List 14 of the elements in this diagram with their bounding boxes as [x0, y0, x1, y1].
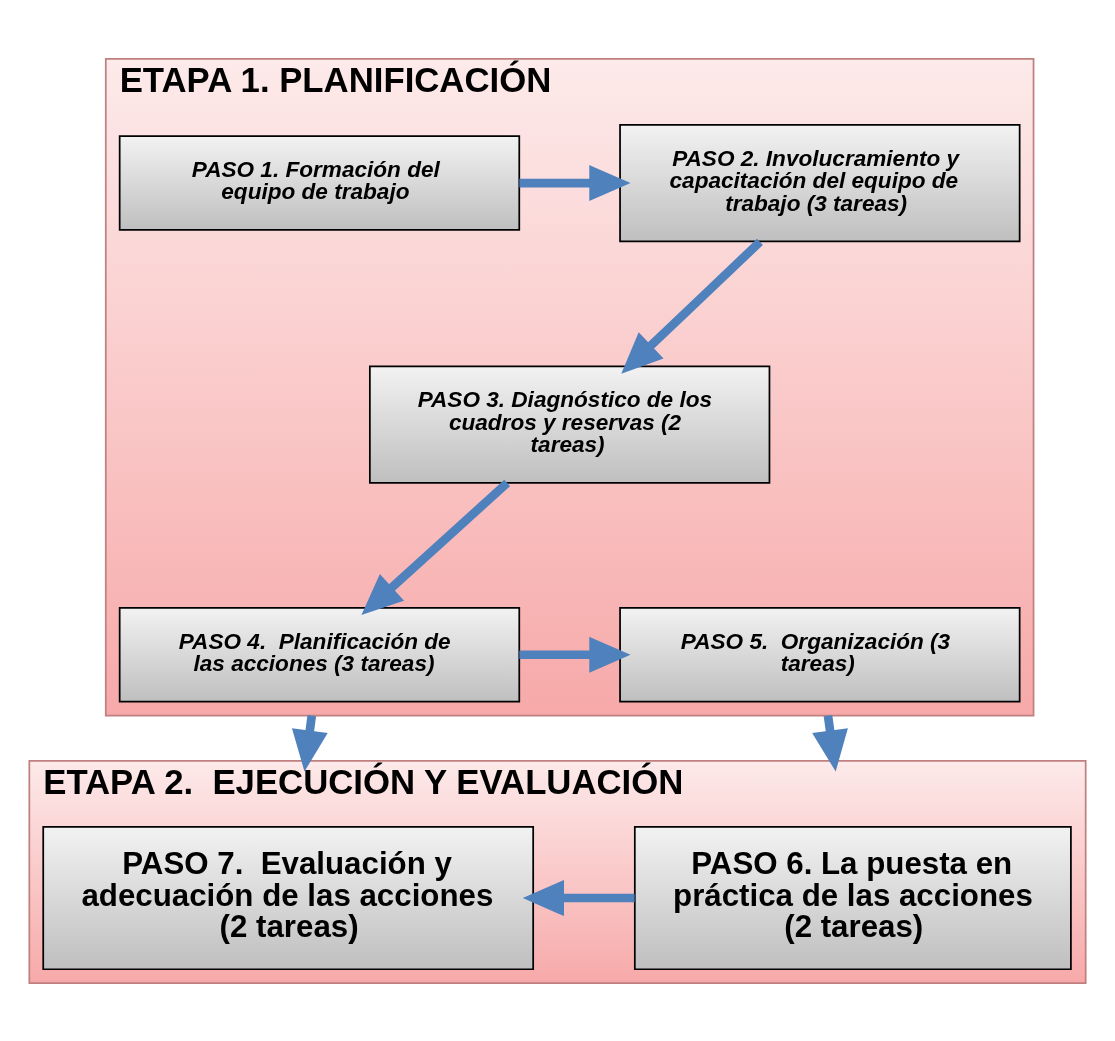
- node-box: PASO 7. Evaluación y adecuación de las acciones (2 tareas): [42, 825, 535, 970]
- node-box: PASO 4. Planificación de las acciones (3 tareas): [118, 606, 521, 703]
- node-box: PASO 1. Formación del equipo de trabajo: [118, 134, 521, 231]
- arrow: [812, 714, 848, 771]
- arrow: [522, 879, 635, 916]
- arrow: [519, 636, 631, 673]
- arrow: [361, 479, 511, 615]
- arrow: [621, 238, 763, 374]
- node-box: PASO 2. Involucramiento y capacitación del equipo de trabajo (3 tareas): [619, 123, 1021, 242]
- arrow: [519, 164, 631, 201]
- node-box: PASO 6. La puesta en práctica de las acciones (2 tareas): [633, 825, 1072, 970]
- node-box: PASO 5. Organización (3 tareas): [619, 606, 1021, 703]
- node-box: PASO 3. Diagnóstico de los cuadros y reservas (2 tareas): [369, 365, 771, 484]
- arrow: [291, 714, 328, 771]
